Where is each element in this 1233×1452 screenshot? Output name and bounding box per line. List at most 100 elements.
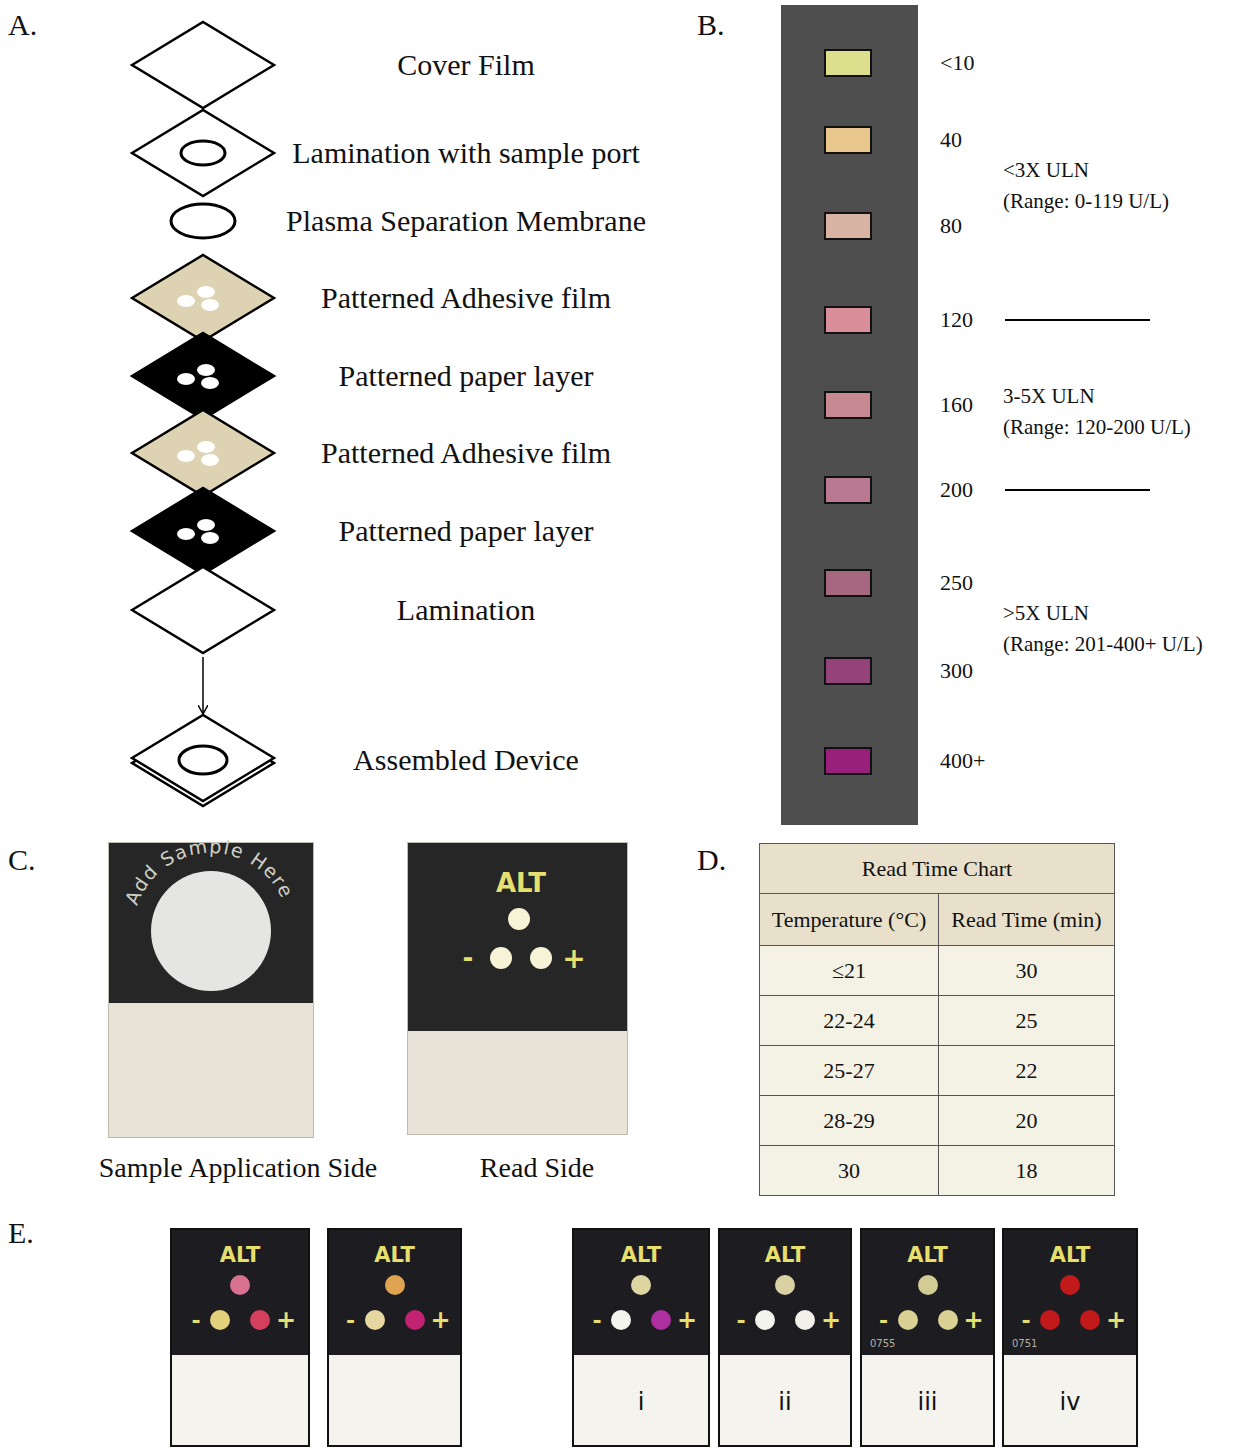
test-dot [898, 1310, 918, 1330]
well-hole [201, 299, 219, 311]
layer-node: Lamination [130, 565, 690, 655]
test-dot [230, 1275, 250, 1295]
test-dot [1060, 1275, 1080, 1295]
test-dot [490, 947, 512, 969]
panel-numeral: i [638, 1388, 645, 1416]
test-dot [250, 1310, 270, 1330]
well-hole [197, 286, 215, 298]
layer-node: Plasma Separation Membrane [130, 201, 690, 241]
test-dot [508, 908, 530, 930]
control-sign: + [963, 1306, 983, 1334]
swatch-node: 300 [820, 653, 985, 689]
panel-letter: C. [8, 843, 36, 877]
device-card: ALT-+0751iv [1002, 1228, 1138, 1447]
swatch-value: 200 [940, 477, 973, 503]
swatch-node: <10 [820, 45, 985, 81]
layer-label: Lamination [397, 593, 535, 627]
control-sign: + [821, 1306, 841, 1334]
table-cell: 30 [759, 1145, 939, 1196]
control-sign: + [430, 1306, 450, 1334]
lot-number: 0755 [870, 1338, 895, 1349]
test-dot [1040, 1310, 1060, 1330]
swatch-value: <10 [940, 50, 974, 76]
test-dot [938, 1310, 958, 1330]
layer-label: Patterned paper layer [339, 359, 594, 393]
swatch-node: 80 [820, 208, 985, 244]
table-cell: Temperature (°C) [759, 893, 939, 946]
panel-numeral: iii [917, 1388, 937, 1416]
layer-node: Assembled Device [130, 712, 690, 808]
well-hole [177, 450, 195, 462]
diamond-layer [132, 255, 274, 341]
test-dot [918, 1275, 938, 1295]
test-dot [795, 1310, 815, 1330]
layer-node: Lamination with sample port [130, 108, 690, 198]
layer-shape [130, 486, 280, 576]
table-cell: Read Time Chart [759, 843, 1115, 894]
device-photo: Add Sample HereSample Application Side [78, 842, 398, 1192]
layer-shape [130, 20, 280, 110]
assay-label: ALT [374, 1243, 414, 1267]
table-cell: 30 [938, 945, 1115, 996]
curved-label: Add Sample Here [120, 835, 298, 908]
table-cell: 22-24 [759, 995, 939, 1046]
layer-node: Patterned Adhesive film [130, 253, 690, 343]
color-swatch [824, 747, 872, 775]
layer-label: Lamination with sample port [292, 136, 639, 170]
color-swatch [824, 306, 872, 334]
device-card: ALT-+0755iii [860, 1228, 995, 1447]
layer-shape [130, 408, 280, 498]
well-hole [177, 528, 195, 540]
swatch-value: 160 [940, 392, 973, 418]
device-card: ALT-+ii [718, 1228, 852, 1447]
sample-port [151, 871, 271, 991]
photo-caption: Read Side [480, 1152, 594, 1184]
layer-shape [130, 565, 280, 655]
device-card: ALT-+ [170, 1228, 310, 1447]
assembly-arrow [202, 657, 204, 713]
panel-numeral: iv [1060, 1388, 1081, 1416]
layer-label: Patterned Adhesive film [321, 281, 611, 315]
well-hole [177, 373, 195, 385]
test-dot [775, 1275, 795, 1295]
color-swatch [824, 657, 872, 685]
photo-caption: Sample Application Side [99, 1152, 377, 1184]
test-dot [365, 1310, 385, 1330]
well-hole [197, 364, 215, 376]
control-sign: + [276, 1306, 296, 1334]
layer-shape [130, 253, 280, 343]
table-cell: 28-29 [759, 1095, 939, 1146]
color-swatch [824, 212, 872, 240]
assay-label: ALT [1050, 1243, 1090, 1267]
control-sign: + [1106, 1306, 1126, 1334]
well-hole [177, 295, 195, 307]
layer-label: Plasma Separation Membrane [286, 204, 646, 238]
swatch-value: 250 [940, 570, 973, 596]
panel-letter: D. [697, 843, 726, 877]
swatch-value: 400+ [940, 748, 985, 774]
control-sign: - [463, 943, 474, 973]
lot-number: 0751 [1012, 1338, 1037, 1349]
control-sign: - [879, 1308, 888, 1333]
test-dot [530, 947, 552, 969]
table-cell: 22 [938, 1045, 1115, 1096]
well-hole [197, 519, 215, 531]
range-label: (Range: 120-200 U/L) [1003, 415, 1191, 440]
curved-text-holder: Add Sample Here [109, 843, 315, 1003]
swatch-node: 400+ [820, 743, 985, 779]
color-swatch [824, 391, 872, 419]
membrane-disc [171, 204, 235, 238]
layer-shape [130, 201, 280, 241]
color-chart-strip [781, 5, 918, 825]
assay-label: ALT [765, 1243, 805, 1267]
diamond-layer [132, 488, 274, 574]
layer-shape [130, 712, 280, 808]
range-label: (Range: 201-400+ U/L) [1003, 632, 1203, 657]
layer-node: Patterned paper layer [130, 331, 690, 421]
device-photo: ALT-+Read Side [380, 842, 660, 1192]
swatch-node: 250 [820, 565, 985, 601]
well-hole [201, 377, 219, 389]
diamond-layer [132, 715, 274, 801]
diamond-layer [132, 410, 274, 496]
layer-node: Cover Film [130, 20, 690, 110]
